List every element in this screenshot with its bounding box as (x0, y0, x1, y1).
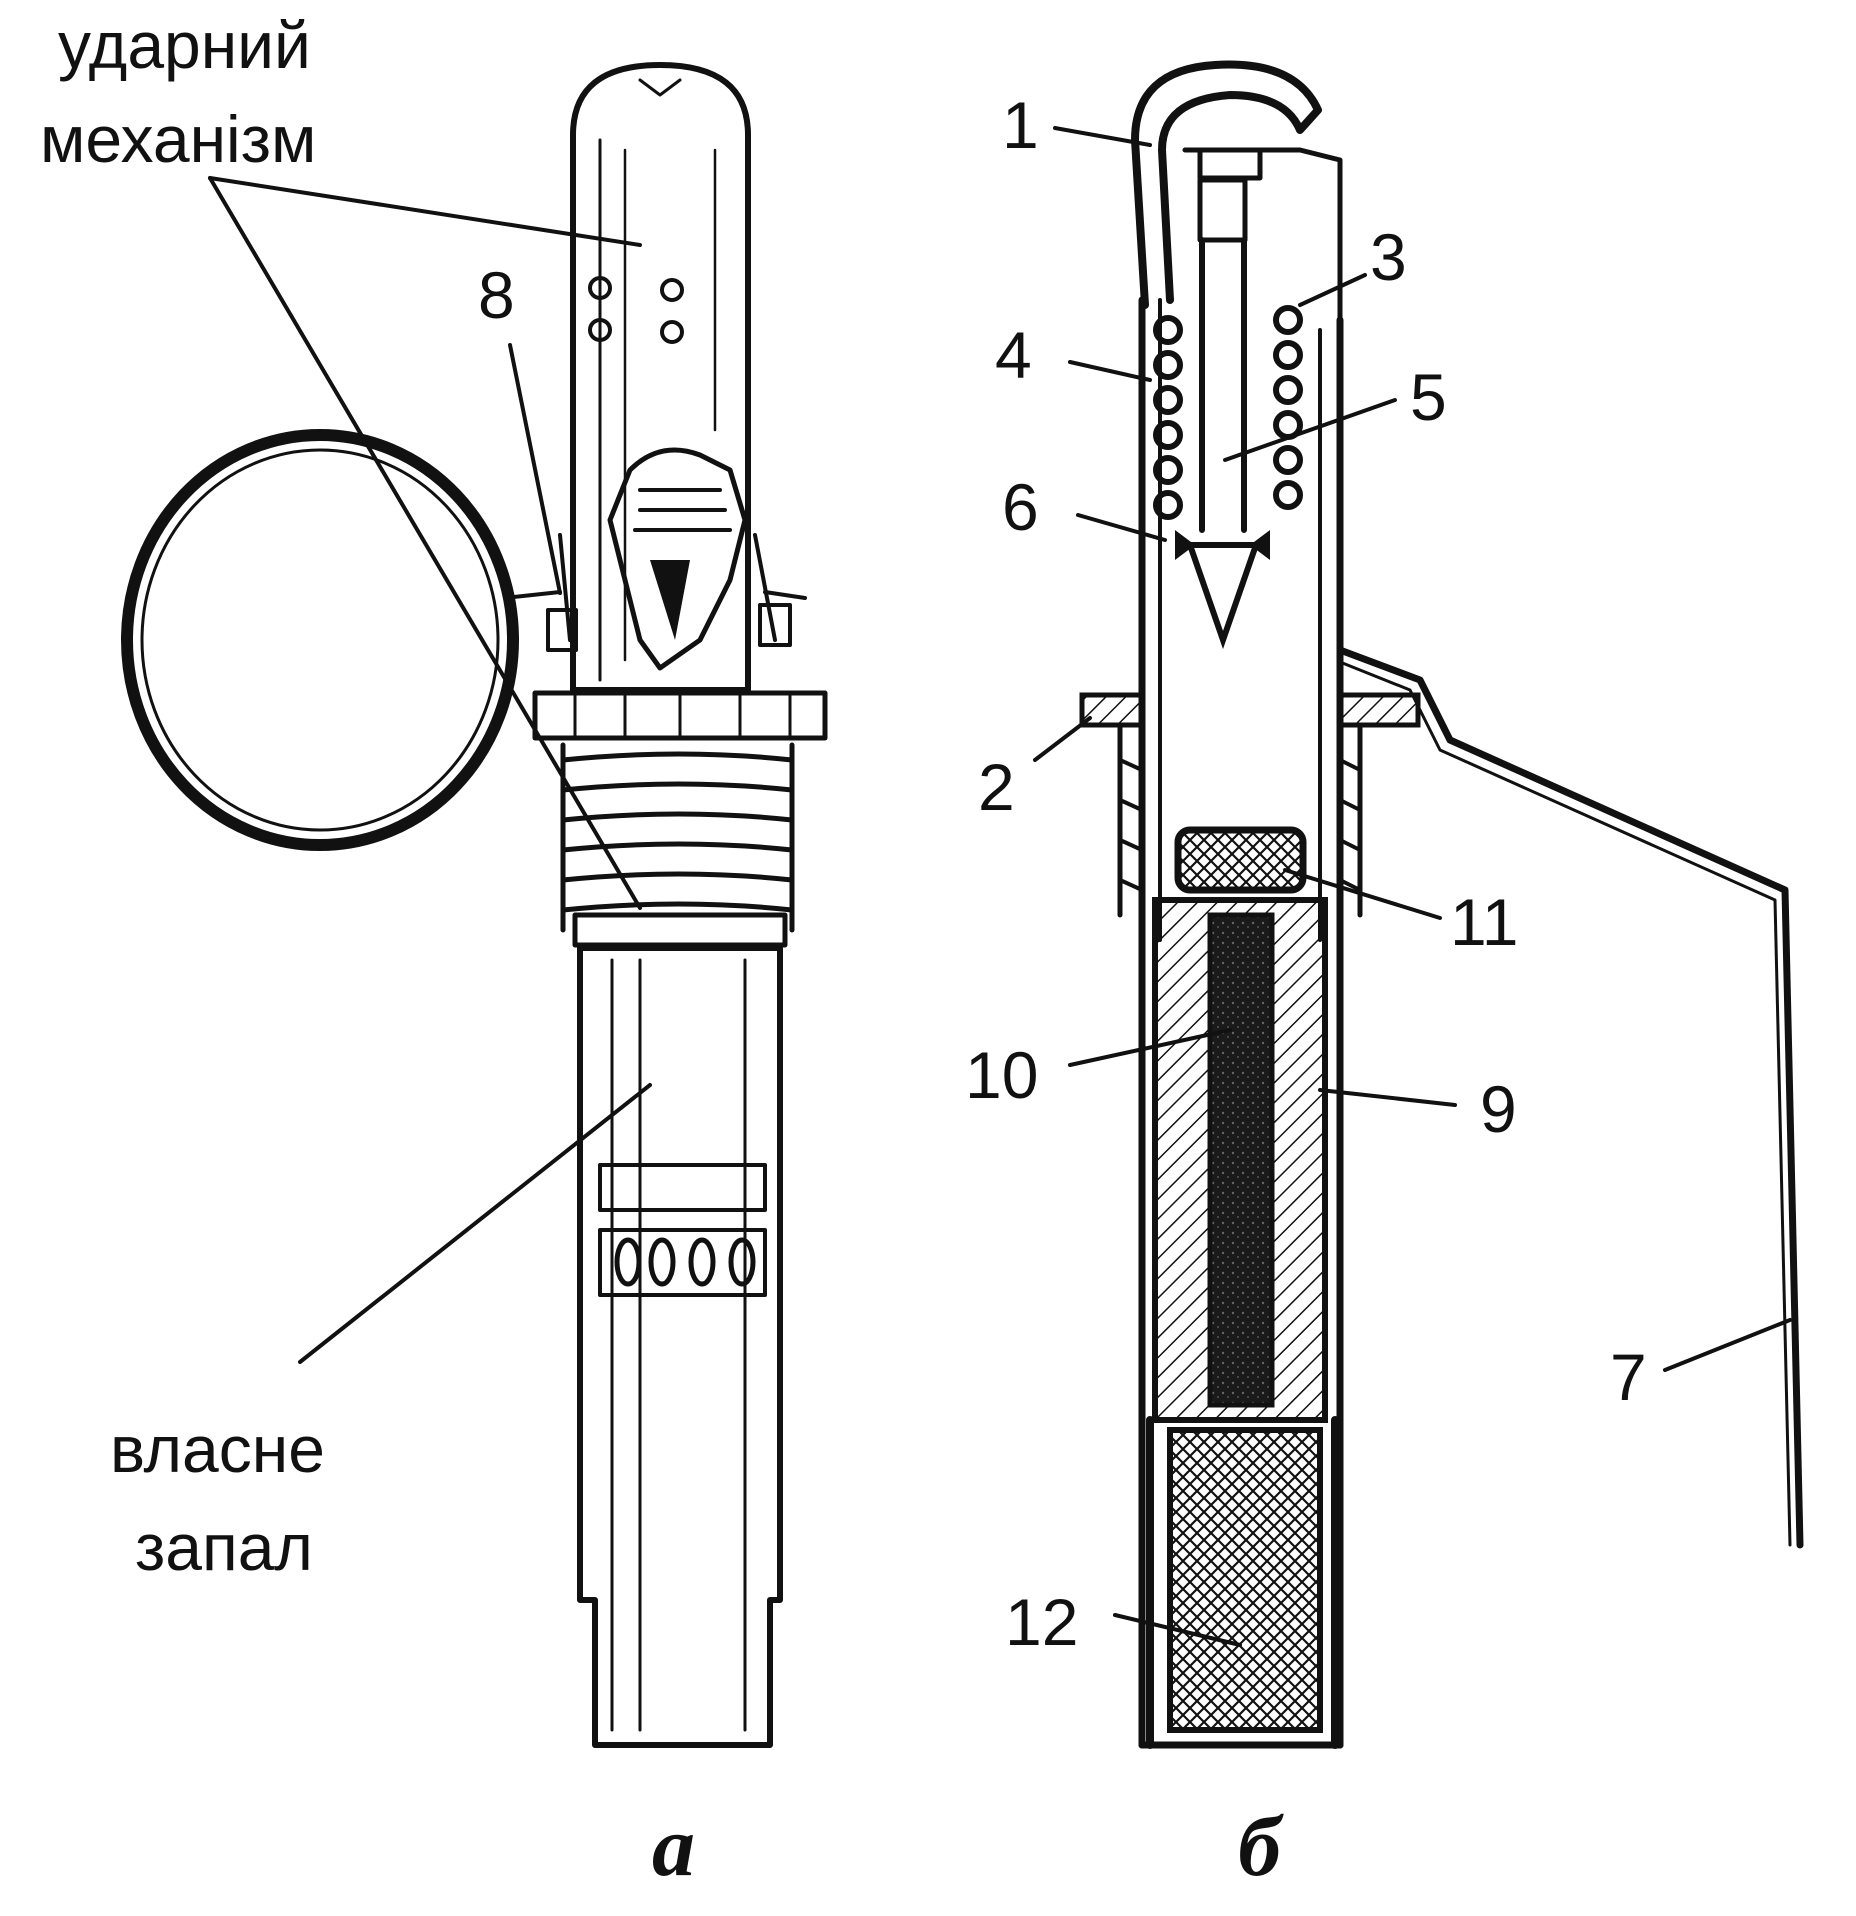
part-number-11: 11 (1450, 885, 1519, 959)
part-number-9: 9 (1480, 1072, 1517, 1146)
part-number-5: 5 (1410, 360, 1447, 434)
safety-lever (1336, 646, 1804, 1549)
cap (1131, 60, 1343, 323)
label-striker-mechanism-line2: механізм (40, 102, 316, 176)
pull-ring (121, 429, 519, 851)
label-striker-mechanism-line1: ударний (58, 8, 311, 82)
part-number-12: 12 (1005, 1585, 1078, 1659)
thread-section (560, 742, 795, 948)
label-view-b: б (1238, 1798, 1284, 1894)
text-labels: ударний механізм власне запал а б 1 2 3 … (40, 8, 1647, 1894)
striker-pin (1175, 177, 1270, 650)
part-number-4: 4 (995, 318, 1032, 392)
view-a-external (121, 62, 828, 1748)
label-fuze-line2: запал (135, 1510, 313, 1584)
flange (1079, 692, 1421, 728)
primer-cup (1174, 826, 1307, 894)
part-number-2: 2 (978, 750, 1015, 824)
mainspring (1153, 305, 1303, 520)
label-fuze-line1: власне (110, 1412, 325, 1486)
view-b-section (1033, 60, 1804, 1749)
view-a-leaders (208, 176, 652, 1364)
part-number-3: 3 (1370, 220, 1407, 294)
part-number-6: 6 (1002, 470, 1039, 544)
label-view-a: а (652, 1798, 695, 1894)
fuze-body-external (577, 945, 783, 1748)
outer-sleeve (1138, 296, 1344, 1749)
part-number-7: 7 (1610, 1340, 1647, 1414)
detonator-charge (1146, 1416, 1339, 1749)
threaded-nut (532, 690, 828, 741)
part-number-1: 1 (1002, 88, 1039, 162)
part-number-8: 8 (478, 258, 515, 332)
thread-walls (1117, 722, 1363, 918)
striker-tube (570, 62, 751, 693)
delay-body (1152, 897, 1328, 1423)
lever-clamp (503, 447, 807, 671)
part-number-10: 10 (965, 1038, 1038, 1112)
view-b-leaders (1033, 126, 1792, 1647)
